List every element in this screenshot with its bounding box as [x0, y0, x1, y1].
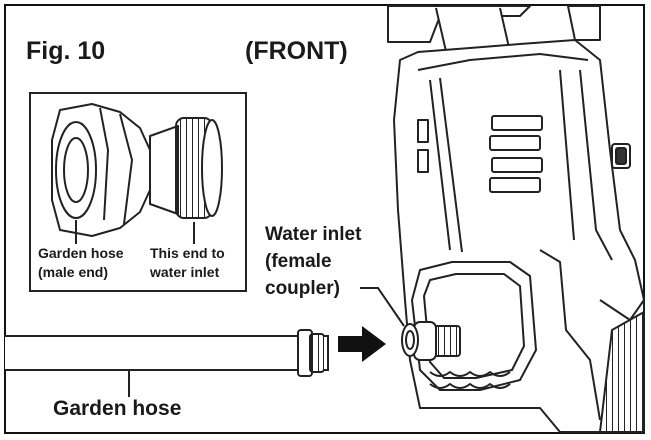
inset-detail	[29, 92, 247, 292]
garden-hose-callout: Garden hose	[53, 397, 182, 420]
water-inlet-callout: Water inlet (female coupler)	[265, 221, 361, 302]
water-inlet-line-3: coupler)	[265, 278, 340, 299]
inset-label-male-line-2: (male end)	[38, 264, 109, 280]
water-inlet-line-2: (female	[265, 251, 332, 272]
water-inlet-line-1: Water inlet	[265, 224, 362, 245]
figure-border	[4, 4, 645, 434]
water-inlet-leader-line	[360, 287, 405, 327]
inset-label-male-line-1: Garden hose	[38, 245, 124, 261]
figure-title: Fig. 10	[26, 37, 106, 65]
view-label: (FRONT)	[245, 37, 348, 65]
inset-label-to-inlet-line-2: water inlet	[150, 264, 220, 280]
water-inlet-coupler	[401, 321, 461, 361]
inset-label-male-end: Garden hose (male end)	[38, 244, 124, 282]
inset-label-to-inlet: This end to water inlet	[150, 244, 225, 282]
inset-label-to-inlet-line-1: This end to	[150, 245, 225, 261]
garden-hose-illustration	[5, 329, 329, 377]
arrow-right-icon	[338, 326, 386, 362]
pressure-washer-body	[387, 5, 645, 433]
